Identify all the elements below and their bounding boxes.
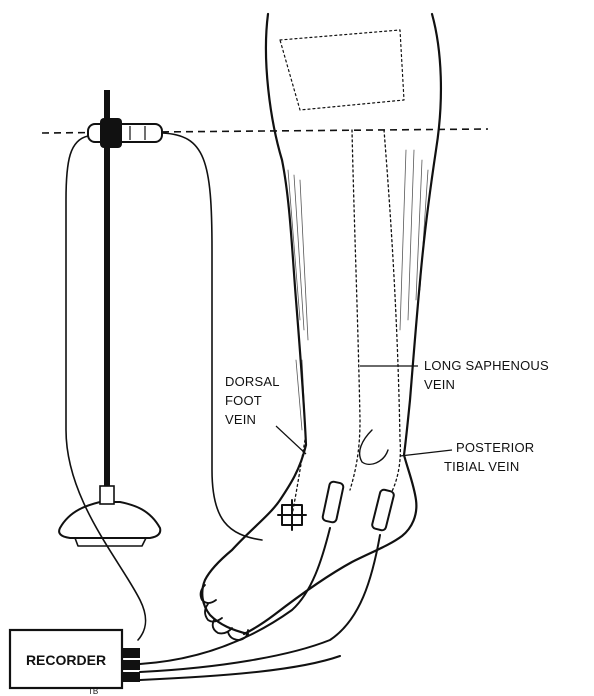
posterior-tibial-vein-label-line2: TIBIAL VEIN — [444, 459, 519, 474]
cannulas — [278, 481, 395, 531]
dorsal-foot-vein-label-line2: FOOT — [225, 393, 262, 408]
posterior-tibial-vein-label-line1: POSTERIOR — [456, 440, 534, 455]
long-saphenous-vein-label-line2: VEIN — [424, 377, 455, 392]
dorsal-foot-vein-label-line3: VEIN — [225, 412, 256, 427]
recorder-box: RECORDER — [10, 630, 140, 688]
pressure-transducer — [88, 118, 162, 148]
long-saphenous-vein-line — [350, 130, 360, 490]
catheter-tubing — [66, 133, 380, 680]
posterior-tibial-vein-line — [384, 130, 400, 495]
artist-initials: TB — [88, 687, 98, 696]
leg-outline — [201, 14, 441, 640]
long-saphenous-vein-label-line1: LONG SAPHENOUS — [424, 358, 549, 373]
dorsal-foot-leader — [276, 426, 306, 454]
recorder-label: RECORDER — [26, 652, 106, 668]
dorsal-foot-vein-label-line1: DORSAL — [225, 374, 280, 389]
posterior-tibial-leader — [400, 450, 452, 456]
leg-shading — [288, 150, 428, 440]
